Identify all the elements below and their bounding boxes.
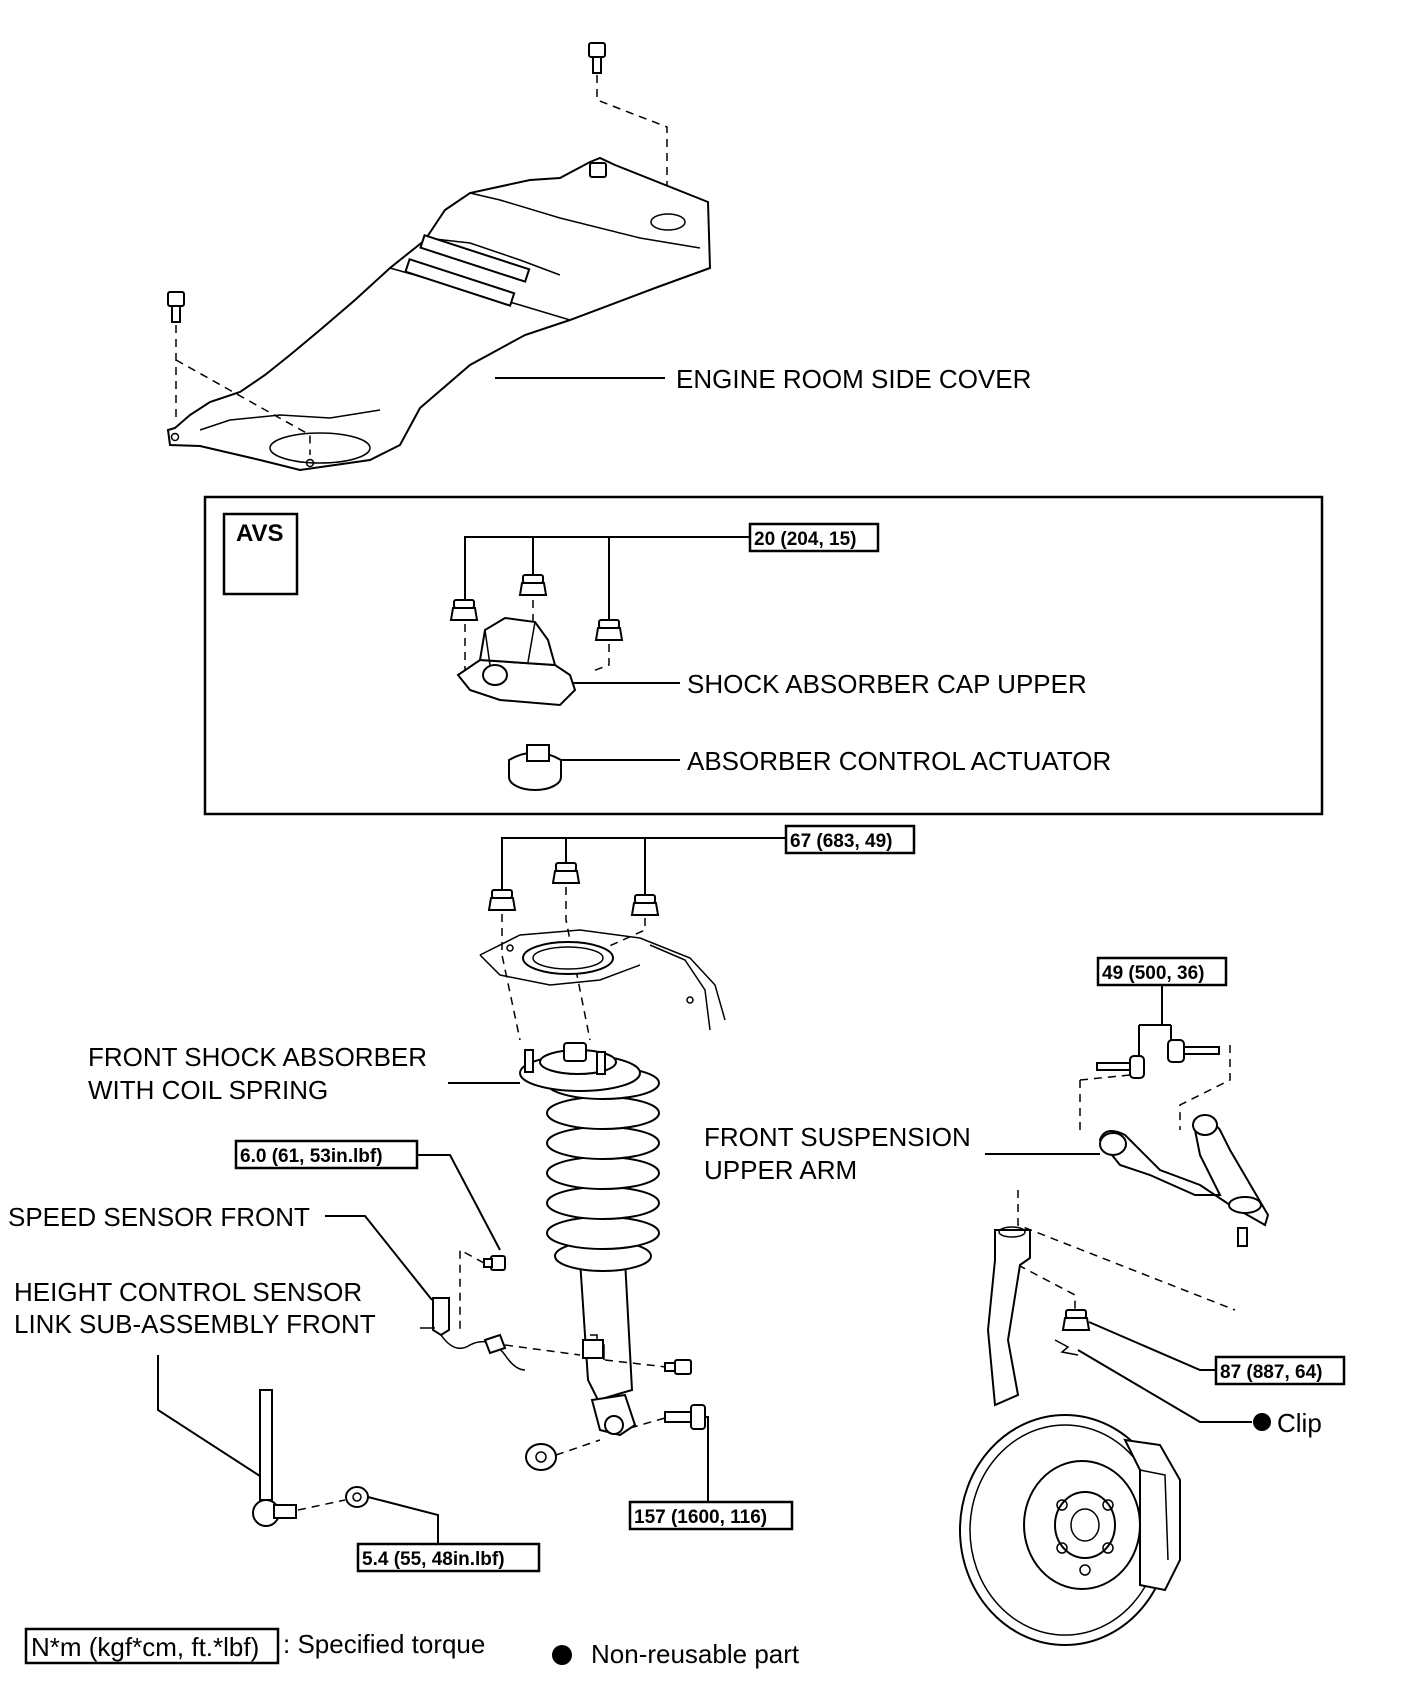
legend-filled-circle-icon [552,1645,572,1665]
strut-lower-guide [555,1417,666,1456]
speed-sensor-front [420,1297,526,1371]
left-bolt-icon [167,291,185,323]
height-sensor-leader [157,1355,264,1479]
top-bolt-guide [596,75,668,215]
clip-leader [1077,1349,1252,1423]
height-sensor-torque-leader [367,1496,439,1544]
cap-nut-2-nut-icon [518,574,548,596]
legend-nonreusable-desc: Non-reusable part [591,1639,800,1669]
clip-label: Clip [1277,1408,1322,1438]
steering-knuckle-and-disc [959,1226,1181,1646]
strut-nuts-torque-box [784,824,916,855]
speed-sensor-bolt-icon [483,1255,506,1271]
avs-tag: AVS [236,520,284,547]
strut-lower-torque-box [628,1500,794,1531]
knuckle-guides [1017,1190,1236,1311]
clip-nonreusable-filled-circle-icon [1253,1413,1271,1431]
strut-lower-torque: 157 (1600, 116) [634,1507,767,1528]
height-sensor-torque: 5.4 (55, 48in.lbf) [362,1549,505,1570]
front-shock-absorber [519,1042,660,1437]
front-suspension-upper-arm-label-2: UPPER ARM [704,1155,857,1185]
absorber-control-actuator [508,744,562,791]
front-shock-absorber-label-2: WITH COIL SPRING [88,1075,328,1105]
speed-sensor-torque: 6.0 (61, 53in.lbf) [240,1146,383,1167]
shock-absorber-cap-upper-label: SHOCK ABSORBER CAP UPPER [687,669,1087,699]
front-suspension-upper-arm-label-1: FRONT SUSPENSION [704,1122,971,1152]
shock-absorber-cap-upper [456,616,577,707]
body-strut-mount [479,929,726,1031]
cap-nuts-torque-box [748,522,880,553]
height-sensor-nut-icon [345,1486,369,1508]
upper-arm-bolt-2-bolt-icon [1167,1039,1220,1063]
sensor-to-strut-guide [504,1344,676,1369]
speed-sensor-front-label: SPEED SENSOR FRONT [8,1202,310,1232]
upper-arm-bolt-1-bolt-icon [1096,1055,1145,1079]
sensor-bracket-bolt-icon [664,1359,692,1375]
engine-room-side-cover [166,156,712,472]
knuckle-torque-leader [1088,1321,1216,1371]
upper-arm-bolt-guides [1079,1045,1231,1130]
front-suspension-upper-arm [1098,1114,1270,1247]
avs-tag-box [222,512,299,596]
absorber-control-actuator-label: ABSORBER CONTROL ACTUATOR [687,746,1111,776]
strut-nuts-torque: 67 (683, 49) [790,831,892,852]
speed-sensor-bolt-guide [459,1248,485,1330]
legend-torque-desc: : Specified torque [283,1629,485,1659]
upper-arm-torque-leader [1138,985,1172,1055]
strut-nut-2-nut-icon [551,862,581,884]
top-bolt-icon [588,42,606,74]
height-sensor-torque-box [356,1542,541,1573]
strut-lower-bolt-icon [664,1404,706,1430]
height-control-sensor-link [252,1389,297,1527]
strut-lower-torque-leader [705,1416,709,1502]
strut-nut-guides [501,887,646,1041]
knuckle-nut-icon [1061,1309,1091,1331]
height-sensor-nut-guide [297,1499,346,1511]
speed-sensor-leader [325,1215,433,1301]
strut-nuts-leader [501,837,786,900]
height-control-sensor-label-1: HEIGHT CONTROL SENSOR [14,1277,362,1307]
strut-nut-3-nut-icon [630,894,660,916]
cap-nut-3-nut-icon [594,619,624,641]
speed-sensor-torque-leader [417,1154,501,1251]
height-control-sensor-label-2: LINK SUB-ASSEMBLY FRONT [14,1309,376,1339]
legend-torque-box [24,1627,280,1665]
upper-arm-torque: 49 (500, 36) [1102,963,1204,984]
knuckle-torque: 87 (887, 64) [1220,1362,1322,1383]
cap-nuts-torque: 20 (204, 15) [754,529,856,550]
clip-part [1054,1339,1079,1356]
strut-lower-nut-icon [525,1443,557,1471]
cap-nuts-leader [464,536,750,625]
engine-room-side-cover-label: ENGINE ROOM SIDE COVER [676,364,1031,394]
strut-nut-1-nut-icon [487,889,517,911]
legend-torque-unit: N*m (kgf*cm, ft.*lbf) [31,1632,259,1662]
cap-nut-1-nut-icon [449,599,479,621]
knuckle-torque-box [1214,1355,1346,1386]
front-shock-absorber-label-1: FRONT SHOCK ABSORBER [88,1042,427,1072]
